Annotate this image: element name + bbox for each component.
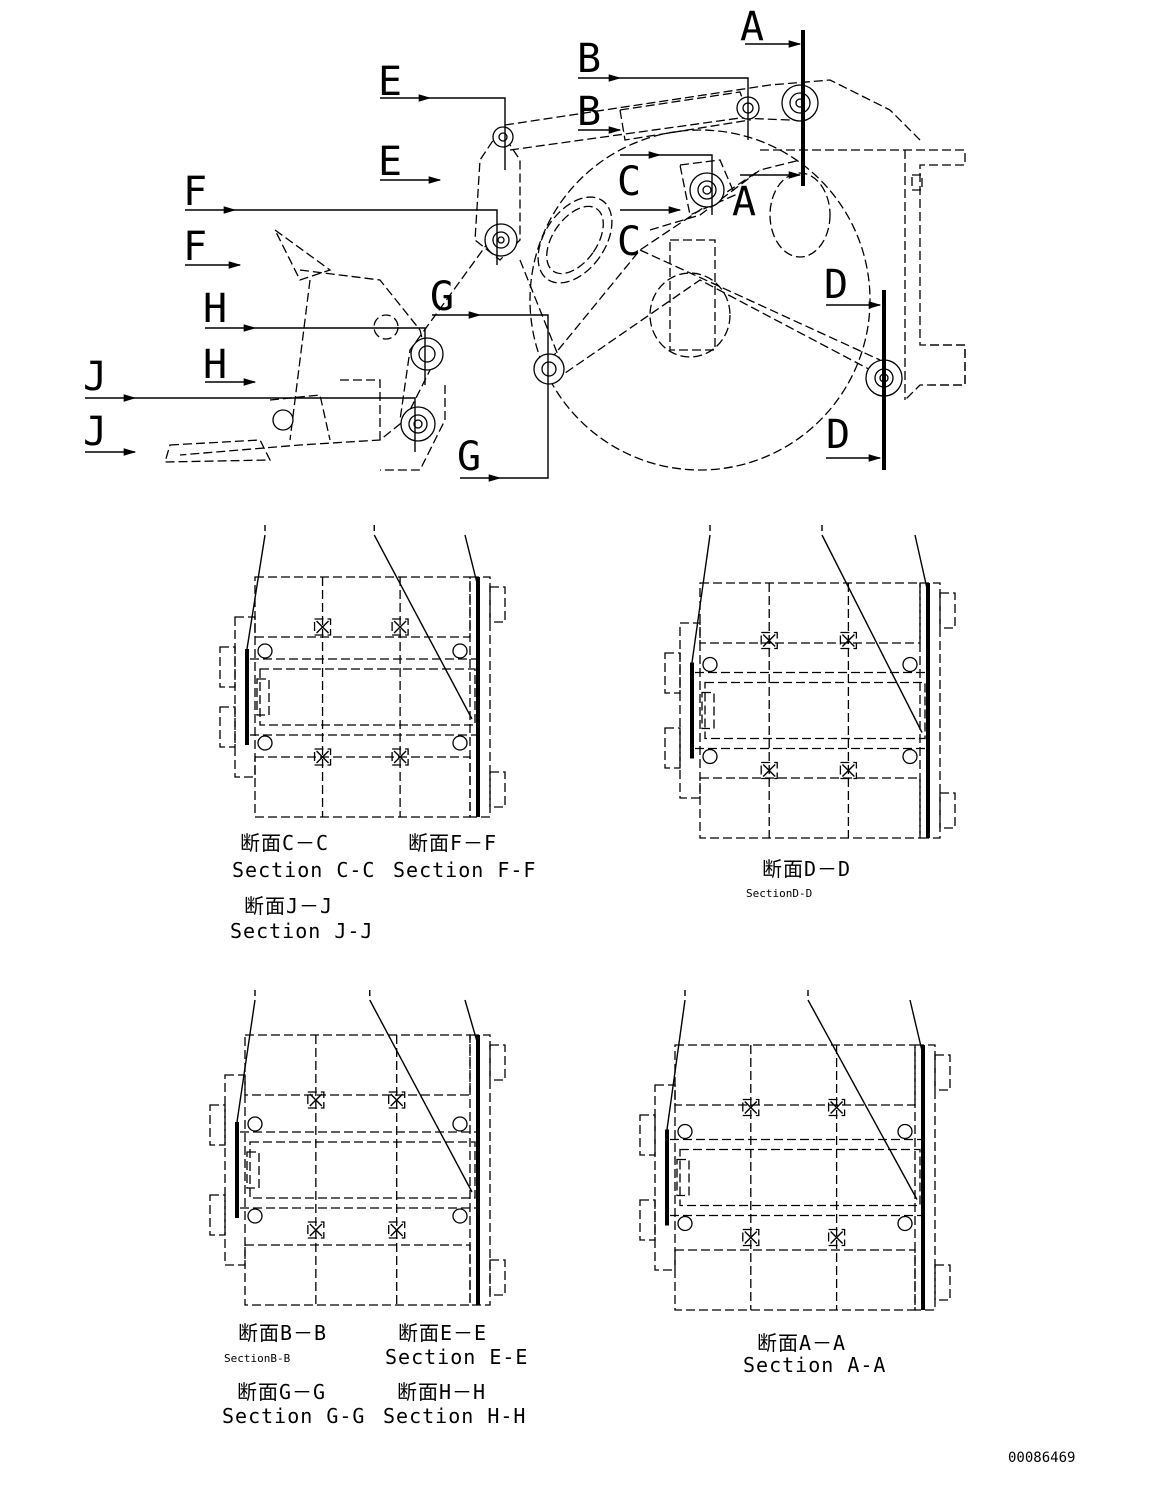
caption-bb-jp: 断面B－B <box>238 1321 327 1345</box>
caption-aa-en: Section A-A <box>743 1353 886 1377</box>
linkage-side-view: A A B B C C D D E E F F G G H H J J <box>83 4 966 482</box>
drawing-number: 00086469 <box>1008 1450 1075 1466</box>
marker-h-1: H <box>203 286 227 332</box>
section-view-d <box>664 525 956 839</box>
section-captions: 断面C－C Section C-C 断面F－F Section F-F 断面J－… <box>222 831 886 1428</box>
marker-g-2: G <box>457 434 481 480</box>
caption-jj-jp: 断面J－J <box>244 894 333 918</box>
marker-d-1: D <box>824 262 848 308</box>
caption-jj-en: Section J-J <box>230 919 373 943</box>
section-letters: A A B B C C D D E E F F G G H H J J <box>83 4 850 480</box>
caption-cc-jp: 断面C－C <box>240 831 329 855</box>
caption-aa-jp: 断面A－A <box>757 1331 846 1355</box>
marker-g-1: G <box>430 274 454 320</box>
pin-icons <box>272 84 903 442</box>
marker-f-2: F <box>183 224 207 270</box>
caption-gg-jp: 断面G－G <box>237 1380 326 1404</box>
caption-bb-en: SectionB-B <box>224 1352 291 1365</box>
section-view-a <box>639 990 951 1311</box>
caption-dd-en: SectionD-D <box>746 887 812 900</box>
section-views <box>209 525 956 1311</box>
caption-ff-jp: 断面F－F <box>408 831 497 855</box>
section-cut-lines <box>85 30 886 482</box>
marker-j-2: J <box>83 409 107 455</box>
marker-f-1: F <box>183 169 207 215</box>
marker-b-1: B <box>577 36 601 82</box>
caption-ee-en: Section E-E <box>385 1345 528 1369</box>
marker-e-1: E <box>378 59 402 105</box>
marker-a-side: A <box>732 179 756 225</box>
section-view-c-f-j <box>219 525 506 818</box>
marker-b-2: B <box>577 89 601 135</box>
caption-ff-en: Section F-F <box>393 858 536 882</box>
section-view-b-e-g-h <box>209 990 506 1306</box>
marker-c-1: C <box>617 159 641 205</box>
caption-hh-en: Section H-H <box>383 1404 526 1428</box>
marker-h-2: H <box>203 342 227 388</box>
marker-d-2: D <box>826 412 850 458</box>
caption-cc-en: Section C-C <box>232 858 375 882</box>
marker-j-1: J <box>83 354 107 400</box>
caption-dd-jp: 断面D－D <box>762 857 851 881</box>
marker-e-2: E <box>378 139 402 185</box>
marker-c-2: C <box>617 219 641 265</box>
caption-gg-en: Section G-G <box>222 1404 365 1428</box>
caption-hh-jp: 断面H－H <box>397 1380 486 1404</box>
marker-a-top: A <box>740 4 764 50</box>
caption-ee-jp: 断面E－E <box>398 1321 487 1345</box>
frame-circle <box>529 129 871 471</box>
